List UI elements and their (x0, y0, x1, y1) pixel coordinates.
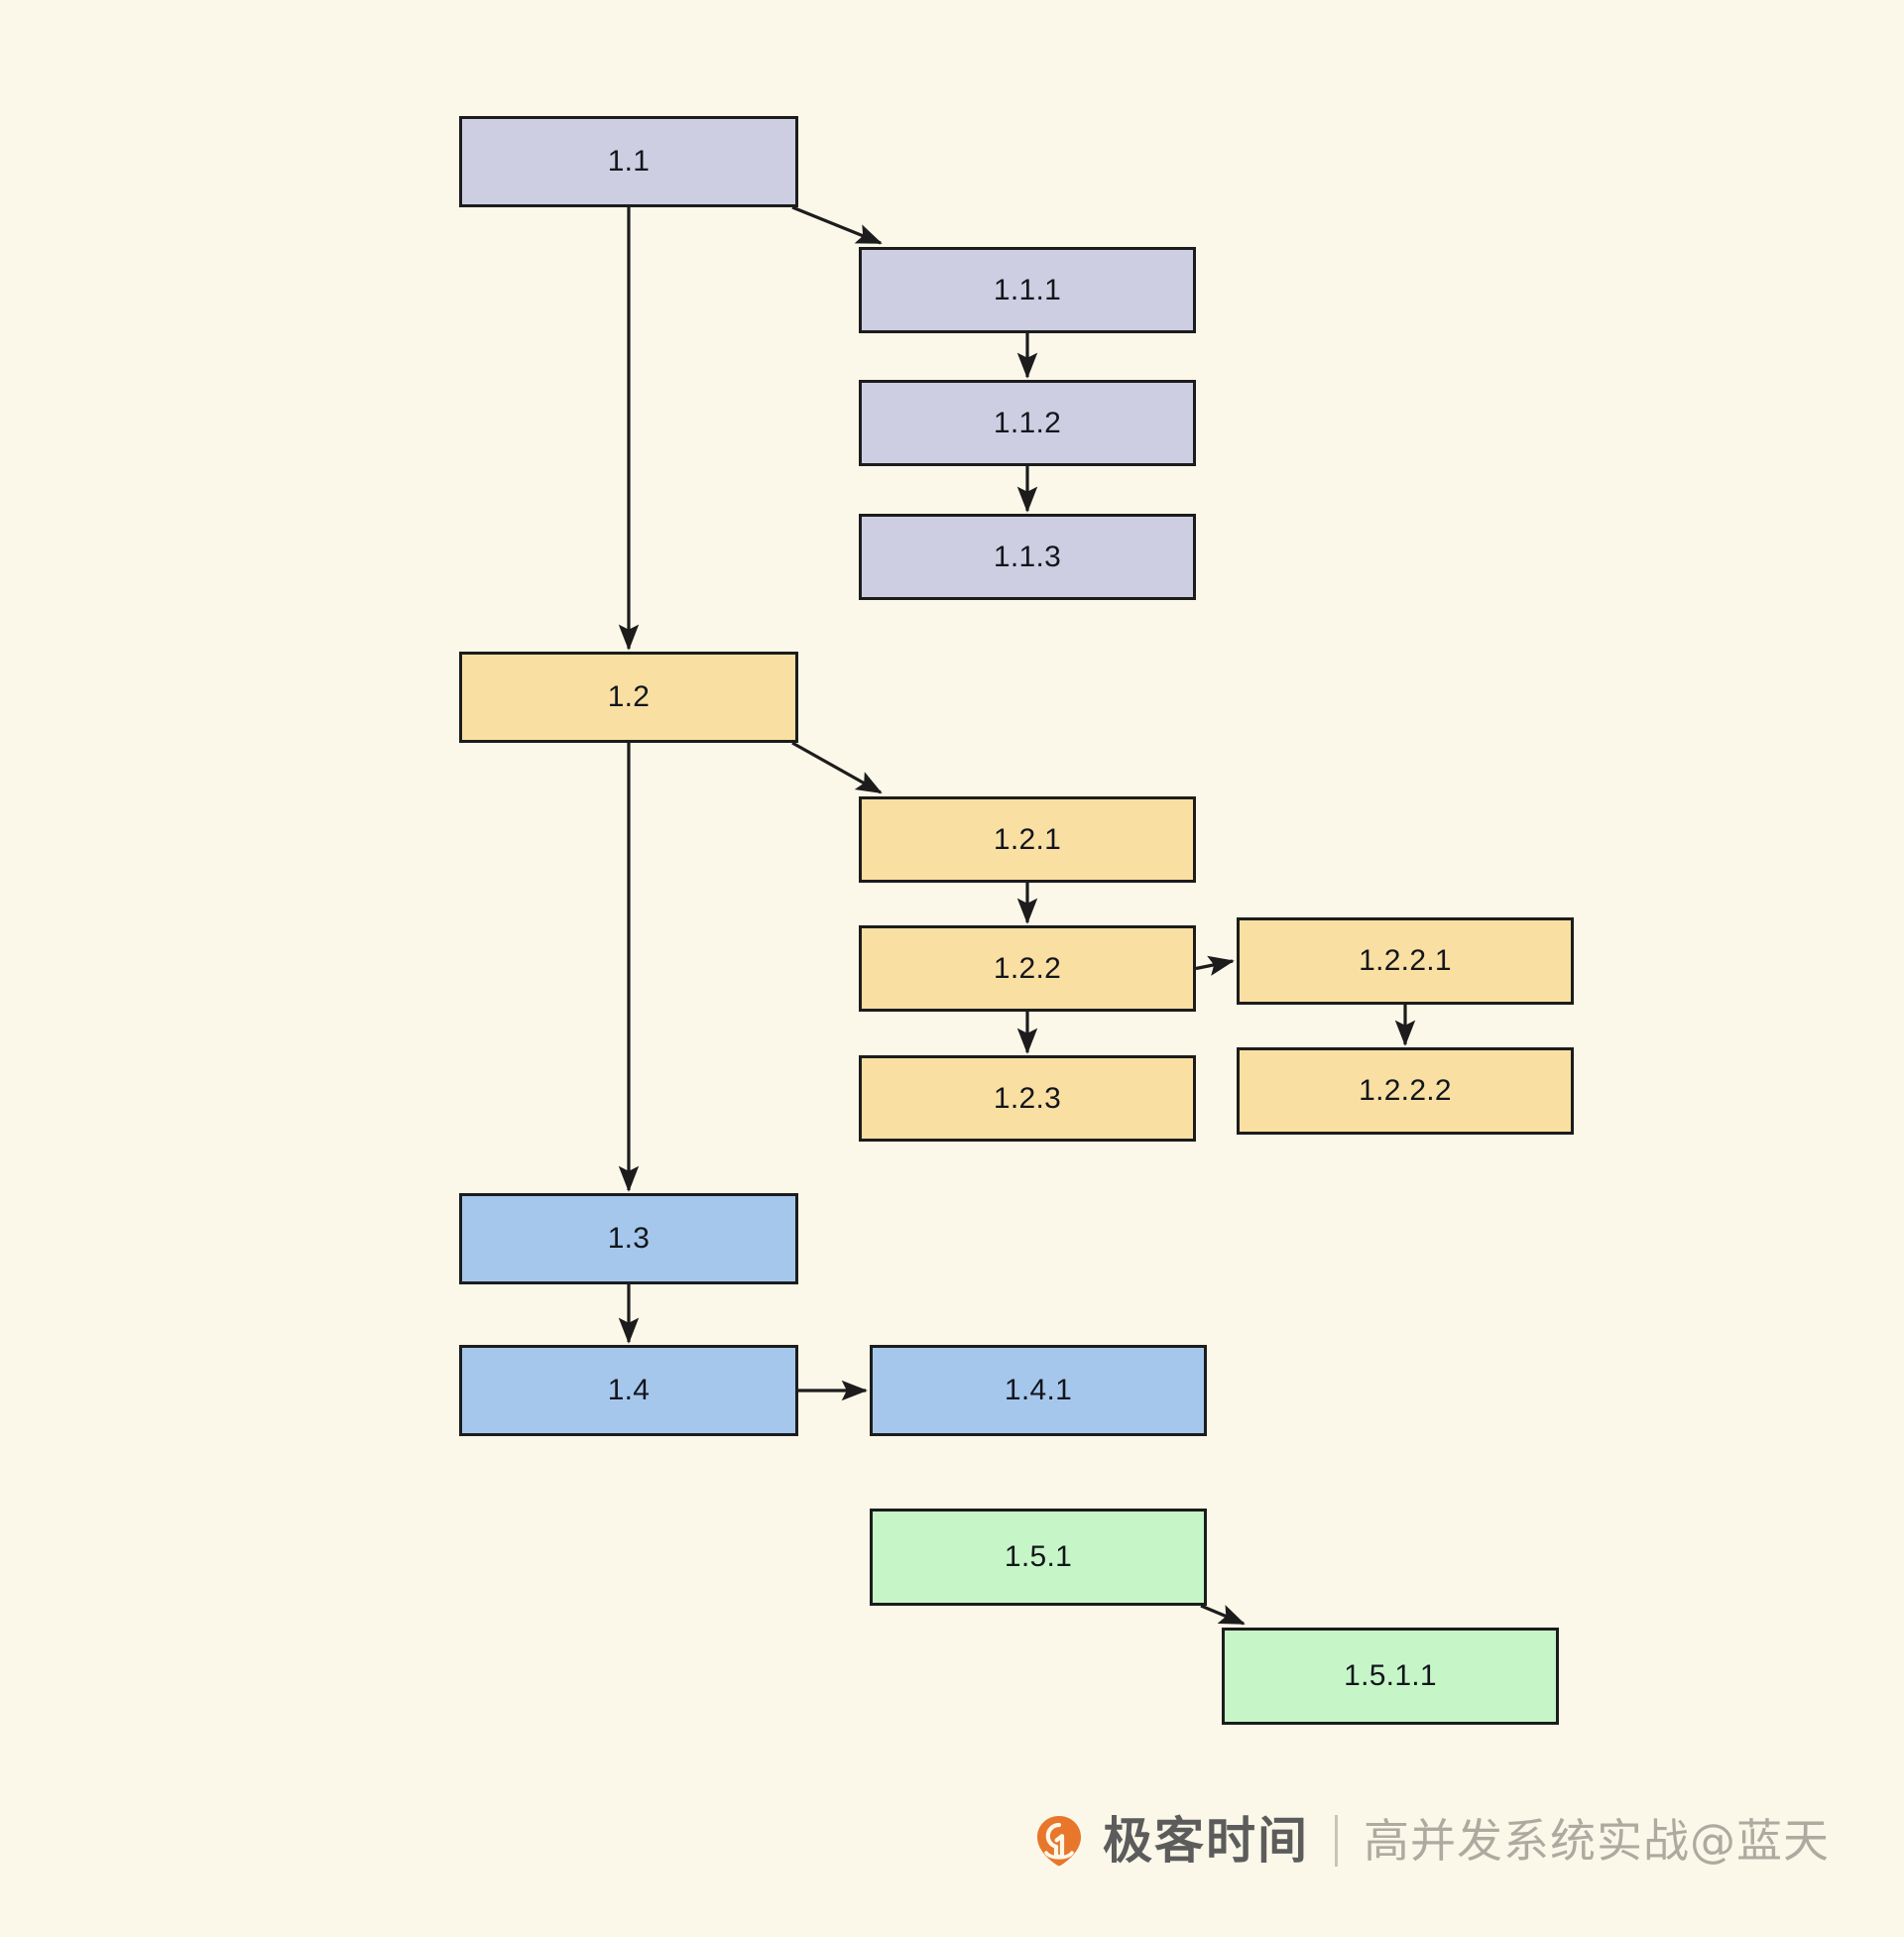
node-1-4-1[interactable]: 1.4.1 (870, 1345, 1207, 1436)
node-1-5-1[interactable]: 1.5.1 (870, 1509, 1207, 1606)
node-1-2-2[interactable]: 1.2.2 (859, 925, 1196, 1012)
node-label: 1.4.1 (1004, 1374, 1073, 1406)
node-label: 1.2.3 (993, 1081, 1062, 1115)
footer-watermark: 极客时间 高并发系统实战@蓝天 (1031, 1805, 1830, 1876)
node-label: 1.2 (607, 680, 651, 713)
edge-1-2-2-to-1-2-2-1 (1195, 955, 1235, 976)
node-1-1-3[interactable]: 1.1.3 (859, 514, 1196, 600)
node-label: 1.3 (607, 1222, 651, 1255)
node-label: 1.1.3 (993, 540, 1062, 573)
node-label: 1.5.1.1 (1344, 1659, 1437, 1692)
node-label: 1.5.1 (1004, 1540, 1073, 1573)
node-1-4[interactable]: 1.4 (459, 1345, 798, 1436)
edge-1-1-to-1-1-1 (791, 205, 883, 245)
node-label: 1.1 (607, 145, 651, 178)
brand-name: 极客时间 (1103, 1812, 1309, 1870)
node-label: 1.1.2 (993, 406, 1062, 439)
node-1-2-2-2[interactable]: 1.2.2.2 (1237, 1047, 1574, 1135)
node-1-3[interactable]: 1.3 (459, 1193, 798, 1284)
node-1-1-1[interactable]: 1.1.1 (859, 247, 1196, 333)
node-label: 1.2.2.1 (1359, 944, 1452, 977)
course-tagline: 高并发系统实战@蓝天 (1364, 1814, 1830, 1868)
node-1-2-1[interactable]: 1.2.1 (859, 796, 1196, 883)
node-1-1[interactable]: 1.1 (459, 116, 798, 207)
node-1-1-2[interactable]: 1.1.2 (859, 380, 1196, 466)
edge-1-2-to-1-2-1 (791, 741, 883, 794)
geektime-logo-icon (1037, 1816, 1081, 1867)
node-1-5-1-1[interactable]: 1.5.1.1 (1222, 1628, 1559, 1725)
node-label: 1.4 (607, 1374, 651, 1406)
footer-divider (1335, 1815, 1338, 1867)
node-label: 1.1.1 (993, 273, 1062, 306)
node-label: 1.2.2 (993, 951, 1062, 985)
node-1-2[interactable]: 1.2 (459, 652, 798, 743)
node-label: 1.2.1 (993, 822, 1062, 856)
node-1-2-2-1[interactable]: 1.2.2.1 (1237, 917, 1574, 1005)
edge-1-5-1-to-1-5-1-1 (1200, 1604, 1246, 1626)
node-label: 1.2.2.2 (1359, 1074, 1452, 1107)
node-1-2-3[interactable]: 1.2.3 (859, 1055, 1196, 1142)
